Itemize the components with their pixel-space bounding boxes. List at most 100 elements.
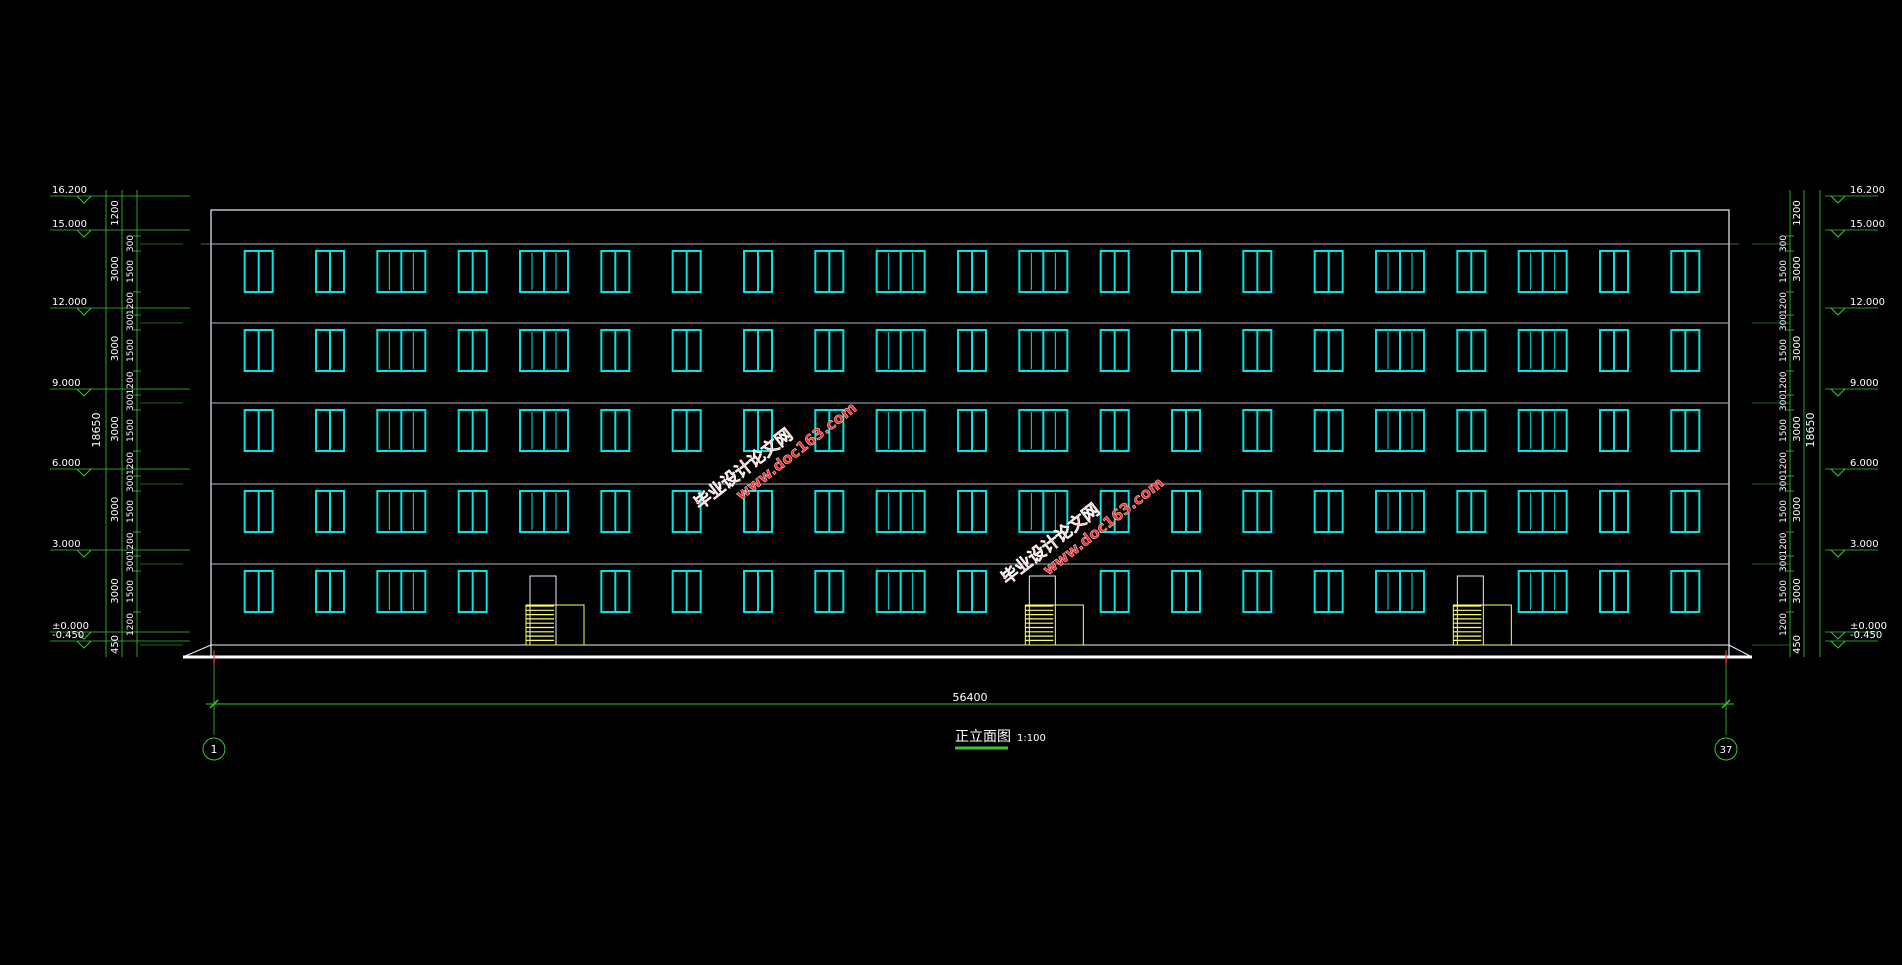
dimension-tick — [209, 699, 219, 709]
dimension-label: 450 — [1792, 635, 1803, 654]
elevation-marker — [76, 307, 92, 316]
dimension-label: 300 — [1779, 555, 1789, 572]
elevation-marker — [76, 388, 92, 397]
elevation-label: 9.000 — [1850, 378, 1879, 389]
axis-label-end: 37 — [1720, 745, 1733, 756]
elevation-label: 6.000 — [52, 458, 81, 469]
total-height-label: 18650 — [90, 413, 103, 448]
dimension-label: 1500 — [1779, 339, 1789, 362]
dimension-label: 3000 — [1792, 497, 1803, 522]
elevation-marker — [76, 640, 92, 649]
dimension-label: 300 — [1779, 475, 1789, 492]
dimension-label: 1200 — [126, 452, 136, 475]
drawing-scale: 1:100 — [1017, 733, 1046, 744]
elevation-marker — [76, 631, 92, 640]
left-dimension-chain: 16.200 15.000 12.000 9.000 6.000 3.000 ±0.000-… — [50, 185, 190, 657]
dimension-label: 1200 — [110, 200, 121, 225]
elevation-label: 12.000 — [1850, 297, 1885, 308]
dimension-label: 3000 — [110, 336, 121, 361]
elevation-marker — [76, 229, 92, 238]
elevation-label: 16.200 — [52, 185, 87, 196]
elevation-label: 16.200 — [1850, 185, 1885, 196]
dimension-tick — [1721, 699, 1731, 709]
dimension-label: 1500 — [126, 500, 136, 523]
dimension-label: 300 — [126, 235, 136, 252]
dimension-label: 1500 — [1779, 260, 1789, 283]
entrance-canopy — [525, 604, 585, 646]
elevation-label: 3.000 — [52, 539, 81, 550]
dimension-label: 300 — [126, 394, 136, 411]
dimension-label: 1500 — [1779, 500, 1789, 523]
dimension-label: 1500 — [126, 419, 136, 442]
building-outline — [210, 209, 1730, 658]
elevation-marker — [1830, 307, 1846, 316]
dimension-label: 3000 — [110, 497, 121, 522]
entrance-canopy — [1024, 604, 1084, 646]
elevation-marker — [1830, 388, 1846, 397]
elevation-label: 15.000 — [52, 219, 87, 230]
dimension-label: 1200 — [126, 292, 136, 315]
elevation-label: ±0.000 — [1850, 621, 1887, 632]
dimension-label: 1500 — [126, 260, 136, 283]
dimension-label: 300 — [126, 475, 136, 492]
dimension-label: 1500 — [1779, 580, 1789, 603]
drawing-title: 正立面图 — [955, 729, 1011, 745]
dimension-label: 1500 — [126, 580, 136, 603]
axis-bubble — [202, 737, 226, 761]
elevation-marker — [1830, 640, 1846, 649]
dimension-label: 3000 — [110, 256, 121, 281]
elevation-label: 15.000 — [1850, 219, 1885, 230]
elevation-label: 9.000 — [52, 378, 81, 389]
dimension-label: 300 — [126, 314, 136, 331]
dimension-label: 1200 — [126, 371, 136, 394]
elevation-label: 12.000 — [52, 297, 87, 308]
elevation-marker — [76, 195, 92, 204]
dimension-label: 1200 — [126, 613, 136, 636]
dimension-label: 300 — [126, 555, 136, 572]
building-elevation — [182, 209, 1753, 659]
axis-label-start: 1 — [211, 743, 218, 756]
dimension-label: 1200 — [126, 532, 136, 555]
dimension-label: 1200 — [1779, 613, 1789, 636]
dimension-label: 300 — [1779, 314, 1789, 331]
axis-bubble — [1714, 737, 1738, 761]
dimension-label: 3000 — [1792, 578, 1803, 603]
elevation-marker — [1830, 468, 1846, 477]
dimension-label: 1200 — [1779, 371, 1789, 394]
dimension-label: 3000 — [1792, 256, 1803, 281]
elevation-label: -0.450 — [1850, 630, 1882, 641]
dimension-label: 3000 — [1792, 416, 1803, 441]
elevation-label: -0.450 — [52, 630, 84, 641]
elevation-label: 6.000 — [1850, 458, 1879, 469]
elevation-marker — [1830, 549, 1846, 558]
dimension-label: 300 — [1779, 235, 1789, 252]
dimension-label: 3000 — [110, 578, 121, 603]
dimension-label: 1500 — [1779, 419, 1789, 442]
dimension-label: 300 — [1779, 394, 1789, 411]
entrance-canopy — [1452, 604, 1512, 646]
elevation-marker — [76, 549, 92, 558]
overall-width-label: 56400 — [953, 691, 988, 704]
elevation-marker — [1830, 229, 1846, 238]
dimension-label: 3000 — [110, 416, 121, 441]
right-dimension-chain: 16.200 15.000 12.000 9.000 6.000 3.000 ±0.000-… — [1752, 185, 1887, 657]
dimension-label: 1200 — [1779, 452, 1789, 475]
elevation-label: ±0.000 — [52, 621, 89, 632]
total-height-label: 18650 — [1804, 413, 1817, 448]
elevation-marker — [76, 468, 92, 477]
dimension-label: 3000 — [1792, 336, 1803, 361]
bottom-dimension-and-axes: 56400 1 37 正立面图 1:100 — [202, 650, 1738, 761]
elevation-label: 3.000 — [1850, 539, 1879, 550]
dimension-label: 1200 — [1792, 200, 1803, 225]
elevation-marker — [1830, 195, 1846, 204]
plinth-line — [182, 644, 1753, 658]
dimension-label: 450 — [110, 635, 121, 654]
elevation-marker — [1830, 631, 1846, 640]
dimension-label: 1200 — [1779, 532, 1789, 555]
dimension-label: 1500 — [126, 339, 136, 362]
dimension-label: 1200 — [1779, 292, 1789, 315]
